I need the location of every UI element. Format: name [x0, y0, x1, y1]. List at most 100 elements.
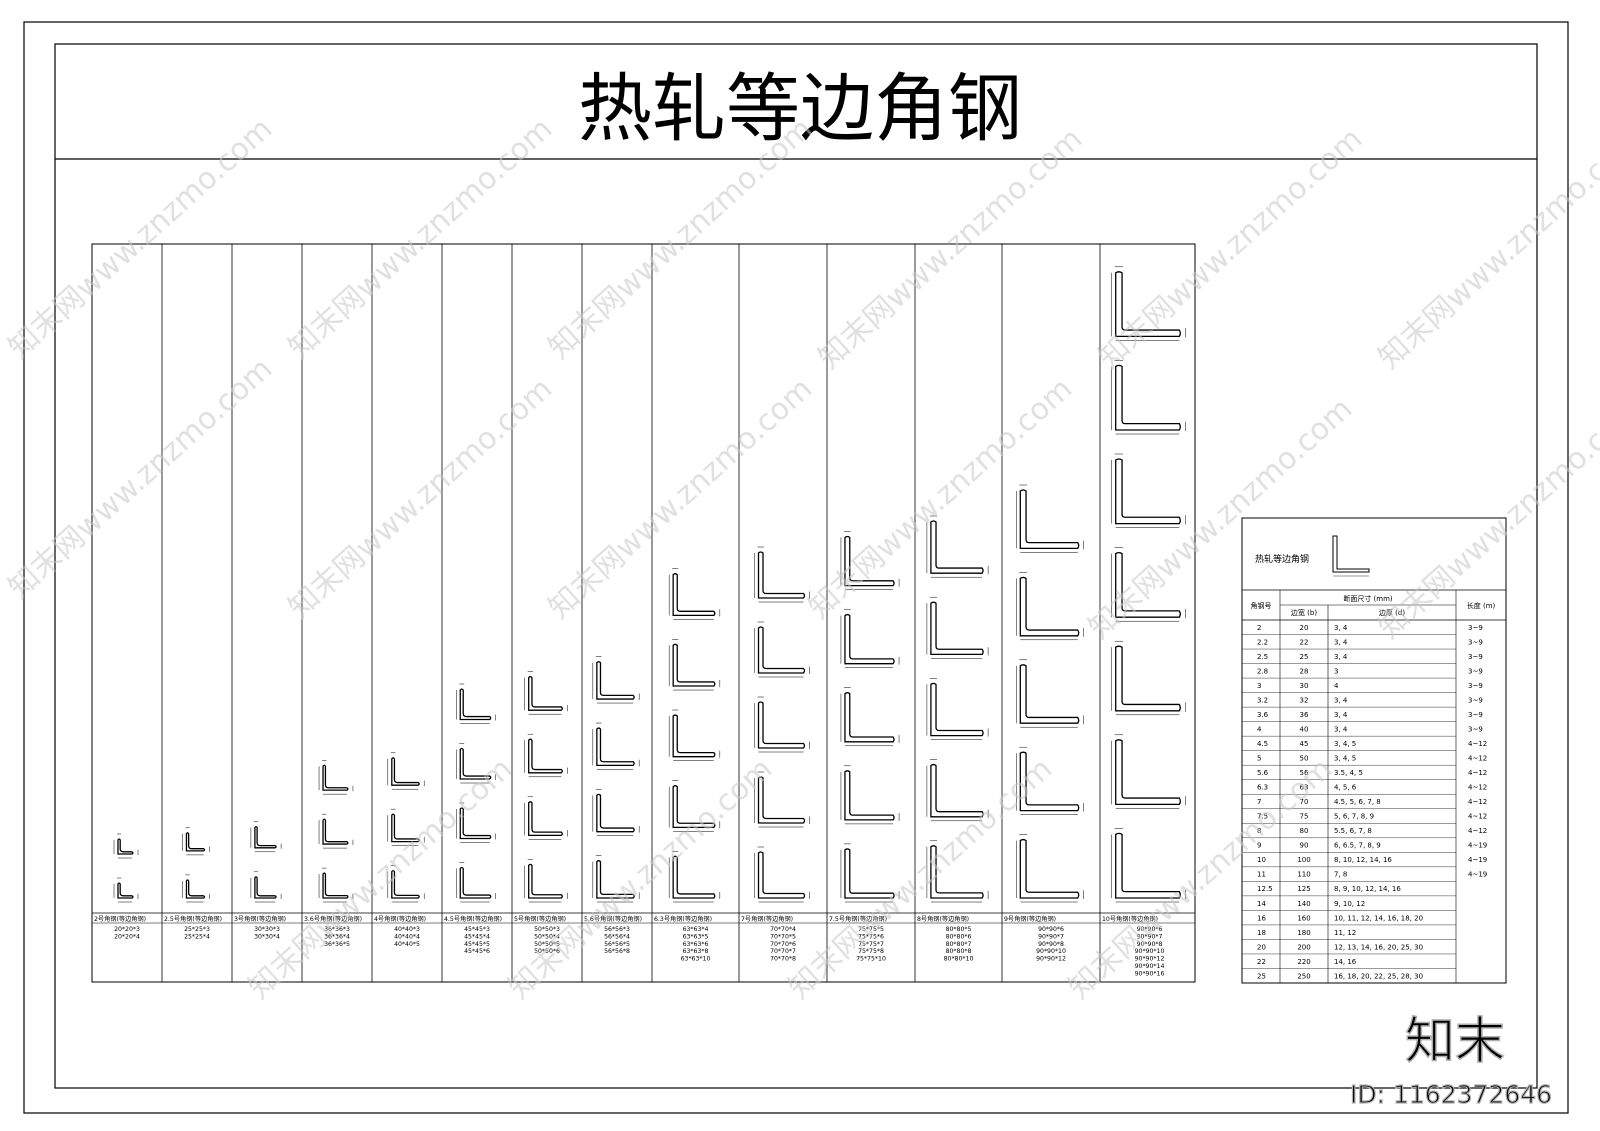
angle-profile — [113, 877, 139, 903]
cell-thickness: 14, 16 — [1334, 958, 1357, 966]
cell-width: 100 — [1297, 856, 1310, 864]
column-label: 2.5号角钢(等边角钢) — [164, 915, 222, 923]
cell-thickness: 3, 4 — [1334, 726, 1348, 734]
angle-profile — [182, 827, 210, 856]
angle-profile — [668, 851, 721, 903]
cell-no: 4 — [1257, 726, 1262, 734]
header-no: 角钢号 — [1251, 601, 1272, 610]
angle-profile — [1111, 734, 1186, 809]
column-label: 8号角钢(等边角钢) — [917, 915, 969, 923]
angle-profile — [754, 846, 810, 903]
cell-thickness: 3, 4 — [1334, 711, 1348, 719]
size-label: 45*45*5 — [464, 941, 490, 948]
size-label: 90*90*12 — [1135, 956, 1165, 963]
angle-outline — [844, 770, 895, 821]
angle-outline — [672, 714, 716, 758]
column-label: 5号角钢(等边角钢) — [514, 915, 566, 923]
angle-outline — [528, 675, 563, 711]
cell-thickness: 7, 8 — [1334, 871, 1347, 879]
size-label: 45*45*3 — [464, 926, 490, 933]
size-label: 90*90*10 — [1036, 948, 1066, 955]
angle-outline — [391, 869, 420, 899]
size-label: 30*30*4 — [254, 933, 280, 940]
angle-outline — [322, 818, 349, 845]
angle-outline — [672, 785, 716, 828]
angle-profile — [926, 515, 989, 578]
cell-width: 220 — [1297, 958, 1310, 966]
cell-no: 5 — [1257, 755, 1261, 763]
size-label: 40*40*4 — [394, 933, 420, 940]
angle-outline — [391, 813, 420, 843]
angle-outline — [930, 682, 984, 737]
angle-profile — [250, 871, 282, 903]
cell-width: 28 — [1300, 667, 1309, 675]
cell-width: 125 — [1297, 885, 1310, 893]
angle-profile — [1111, 360, 1186, 435]
angle-profile — [318, 759, 354, 795]
size-label: 45*45*4 — [464, 933, 490, 940]
cell-length: 3~9 — [1468, 682, 1483, 690]
column-label: 9号角钢(等边角钢) — [1004, 915, 1056, 923]
cell-thickness: 3.5, 4, 5 — [1334, 769, 1363, 777]
cell-width: 140 — [1297, 900, 1310, 908]
size-label: 63*63*6 — [683, 941, 709, 948]
angle-outline — [185, 879, 206, 899]
cell-length: 4~12 — [1468, 798, 1487, 806]
watermark-text: 知末网www.znzmo.com — [502, 751, 779, 1006]
cell-length: 3~9 — [1468, 638, 1483, 646]
size-label: 70*70*4 — [770, 926, 796, 933]
angle-outline — [1115, 458, 1181, 525]
size-label: 90*90*8 — [1137, 941, 1163, 948]
size-label: 63*63*5 — [683, 933, 709, 940]
angle-outline — [1019, 576, 1080, 637]
cell-no: 4.5 — [1257, 740, 1268, 748]
size-label: 50*50*6 — [534, 948, 560, 955]
angle-profile — [592, 656, 640, 704]
angle-outline — [930, 845, 984, 899]
angle-outline — [844, 692, 895, 743]
watermark-text: 知末网www.znzmo.com — [242, 751, 519, 1006]
size-label: 56*56*5 — [604, 941, 630, 948]
angle-profile — [1111, 640, 1186, 716]
cell-thickness: 3, 4, 5 — [1334, 755, 1356, 763]
angle-outline — [672, 573, 716, 617]
outer-frame — [23, 21, 1569, 1114]
table-title: 热轧等边角钢 — [1255, 553, 1309, 565]
brand-watermark: 知末 — [1405, 1012, 1505, 1070]
cell-thickness: 8, 9, 10, 12, 14, 16 — [1334, 885, 1401, 893]
angle-profile — [840, 609, 900, 668]
cell-no: 8 — [1257, 827, 1261, 835]
angle-profile — [1111, 266, 1186, 341]
angle-outline — [1115, 832, 1181, 899]
column-label: 10号角钢(等边角钢) — [1102, 915, 1158, 923]
angle-outline — [528, 738, 563, 774]
angle-outline — [596, 860, 635, 899]
header-length: 长度 (m) — [1467, 601, 1496, 610]
angle-profile — [754, 621, 810, 678]
cell-thickness: 4, 5, 6 — [1334, 784, 1357, 792]
size-label: 25*25*4 — [184, 933, 210, 940]
angle-outline — [391, 757, 420, 786]
cell-thickness: 3, 4 — [1334, 638, 1348, 646]
angle-profile — [668, 709, 721, 761]
cell-thickness: 12, 13, 14, 16, 20, 25, 30 — [1334, 943, 1423, 951]
cell-width: 70 — [1300, 798, 1309, 806]
angle-outline — [844, 613, 895, 665]
column-label: 7号角钢(等边角钢) — [741, 915, 793, 923]
size-label: 90*90*8 — [1038, 941, 1064, 948]
size-label: 40*40*5 — [394, 941, 420, 948]
cell-length: 3~9 — [1468, 696, 1483, 704]
angle-profile — [754, 771, 810, 828]
size-label: 56*56*4 — [604, 933, 630, 940]
cell-length: 4~12 — [1468, 740, 1487, 748]
column-label: 2号角钢(等边角钢) — [94, 915, 146, 923]
angle-outline — [930, 763, 984, 818]
cell-no: 16 — [1257, 914, 1266, 922]
angle-profile — [1016, 659, 1084, 728]
angle-outline — [117, 838, 134, 855]
angle-profile — [387, 865, 425, 903]
size-label: 25*25*3 — [184, 926, 210, 933]
angle-profile — [668, 568, 721, 620]
column-label: 4.5号角钢(等边角钢) — [444, 915, 502, 923]
